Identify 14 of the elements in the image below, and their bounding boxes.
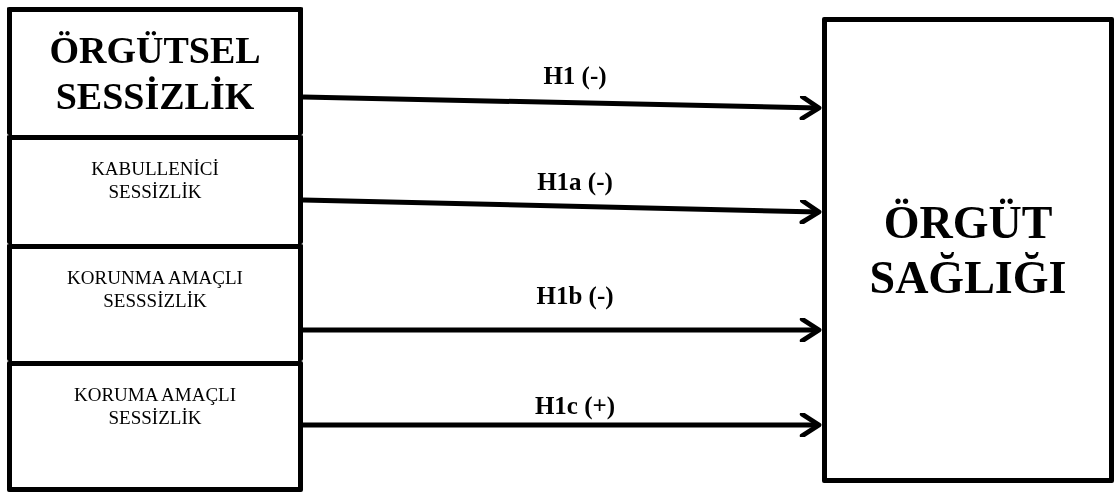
arrow [303,411,822,439]
box-text: KORUMA AMAÇLI SESSİZLİK [72,384,238,430]
arrow [302,197,822,225]
concept-box [7,135,303,244]
box-text: ÖRGÜTSEL SESSİZLİK [48,27,262,119]
box-text: KABULLENİCİ SESSİZLİK [90,158,220,204]
concept-box [7,361,303,492]
concept-box [7,244,303,361]
concept-box [7,7,303,135]
arrow [303,316,822,344]
box-text: ÖRGÜT SAĞLIĞI [868,195,1068,305]
concept-box [822,17,1114,483]
box-text: KORUNMA AMAÇLI SESSSİZLİK [66,267,244,313]
arrow [302,94,822,121]
